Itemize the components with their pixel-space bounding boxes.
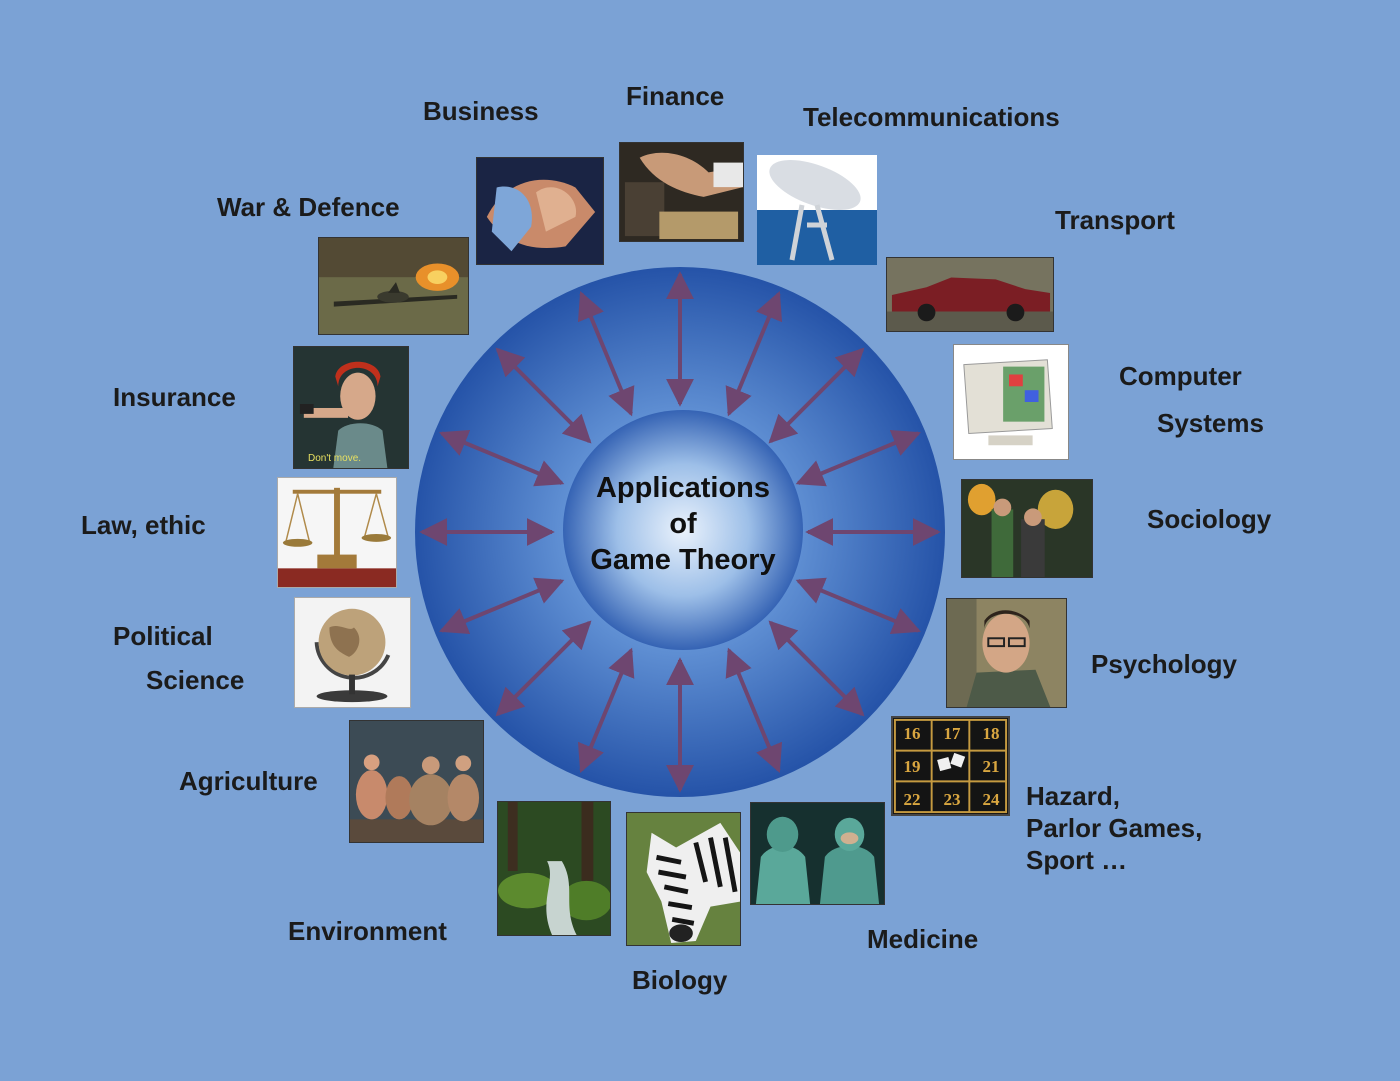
burning-plane-image [318, 237, 469, 335]
grid-number: 21 [982, 757, 1000, 776]
double-arrow [768, 347, 865, 444]
satellite-dish-image [757, 155, 877, 265]
label-sociology: Sociology [1147, 504, 1272, 534]
grid-number: 22 [903, 790, 921, 809]
double-arrow [795, 577, 921, 635]
computer-monitor-image [953, 344, 1069, 460]
label-insurance: Insurance [113, 382, 236, 412]
chickens-image [349, 720, 484, 843]
label-telecommunications: Telecommunications [803, 102, 1060, 132]
label-computer-systems-line2: Systems [1157, 408, 1264, 438]
double-arrow [795, 429, 921, 487]
grid-number: 16 [903, 724, 921, 743]
label-biology: Biology [632, 965, 728, 995]
label-war-defence: War & Defence [217, 192, 400, 222]
grid-number: 23 [943, 790, 961, 809]
label-hazard-line2: Parlor Games, [1026, 813, 1203, 843]
double-arrow [725, 291, 783, 417]
image-caption: Don't move. [308, 453, 362, 464]
scales-image [277, 477, 397, 588]
woman-with-gun-image: Don't move. [293, 346, 409, 469]
center-title-line: Game Theory [590, 544, 776, 576]
money-counting-image [619, 142, 744, 242]
man-portrait-image [946, 598, 1067, 708]
label-medicine: Medicine [867, 924, 979, 954]
arrows-group [419, 271, 941, 793]
double-arrow [439, 577, 565, 635]
double-arrow [495, 347, 592, 444]
grid-number: 19 [903, 757, 921, 776]
label-psychology: Psychology [1091, 649, 1237, 679]
car-image [886, 257, 1054, 332]
label-environment: Environment [288, 916, 447, 946]
label-political-science-line1: Political [113, 621, 213, 651]
surgeons-image [750, 802, 885, 905]
label-hazard-line1: Hazard, [1026, 781, 1120, 811]
label-agriculture: Agriculture [179, 766, 318, 796]
zebra-image [626, 812, 741, 946]
label-computer-systems-line1: Computer [1119, 361, 1242, 391]
double-arrow [725, 647, 783, 773]
grid-number: 18 [982, 724, 1000, 743]
double-arrow [439, 429, 565, 487]
label-business: Business [423, 96, 539, 126]
inner-disc [563, 410, 803, 650]
center-title-line: Applications [595, 472, 770, 504]
forest-stream-image [497, 801, 611, 936]
grid-number: 17 [943, 724, 961, 743]
label-transport: Transport [1055, 205, 1175, 235]
globe-image [294, 597, 411, 708]
double-arrow [768, 620, 865, 717]
double-arrow [577, 291, 635, 417]
double-arrow [577, 647, 635, 773]
label-law-ethic: Law, ethic [81, 510, 206, 540]
label-political-science-line2: Science [146, 665, 245, 695]
center-title: Applications of Game Theory [565, 470, 801, 578]
number-grid-image: 16 17 18 19 21 22 23 24 [891, 716, 1010, 816]
double-arrow [495, 620, 592, 717]
group-scene-image [961, 479, 1093, 578]
label-finance: Finance [626, 81, 725, 111]
center-title-line: of [669, 508, 697, 540]
label-hazard-line3: Sport … [1026, 845, 1128, 875]
handshake-image [476, 157, 604, 265]
grid-number: 24 [982, 790, 1000, 809]
